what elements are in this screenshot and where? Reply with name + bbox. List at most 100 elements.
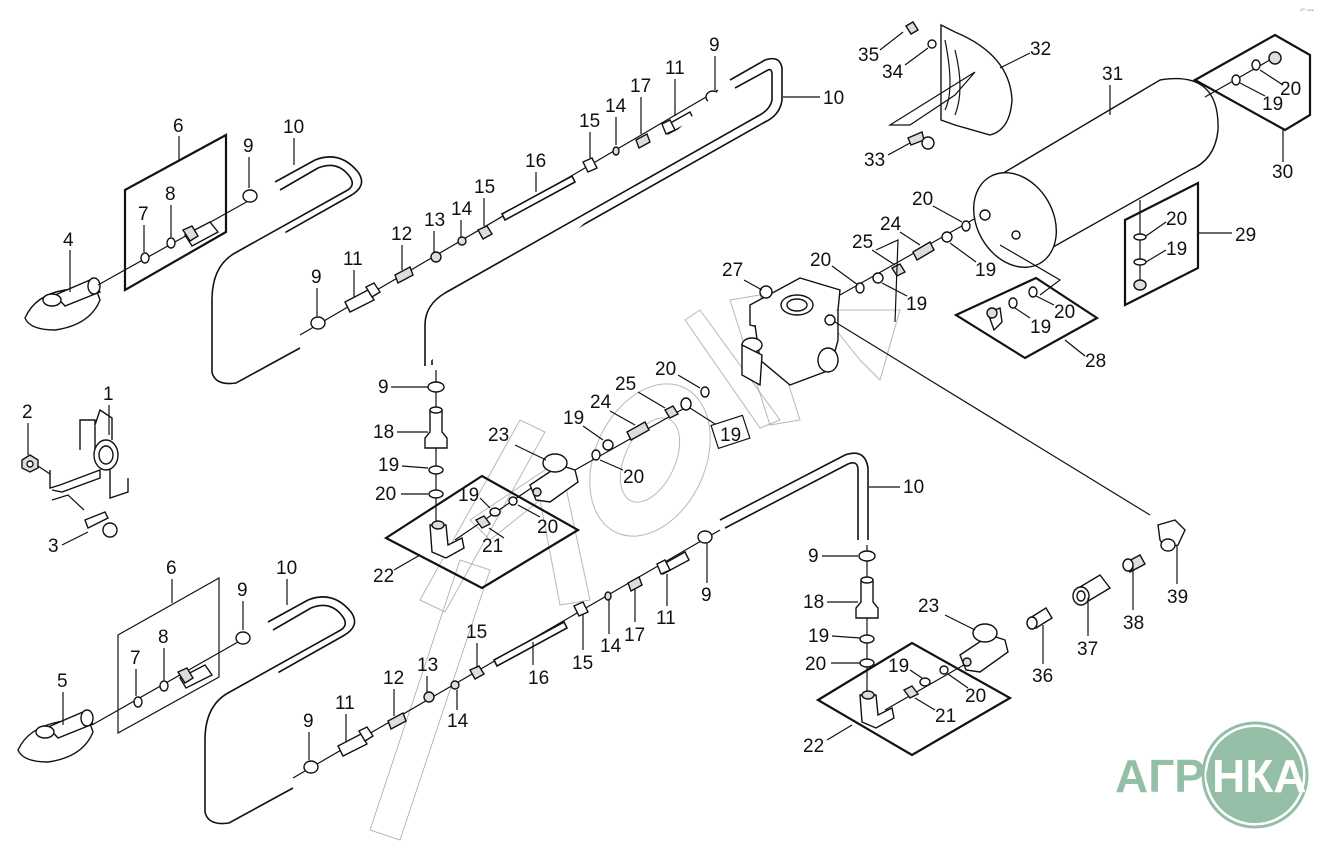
lower-valve-group (815, 545, 1013, 757)
callout-10: 10 (903, 477, 924, 498)
callout-15: 15 (466, 622, 487, 643)
callout-9: 9 (243, 136, 254, 157)
callout-18: 18 (373, 422, 394, 443)
callout-22: 22 (803, 736, 824, 757)
callout-36: 36 (1032, 666, 1053, 687)
callout-22: 22 (373, 566, 394, 587)
callout-24: 24 (590, 392, 612, 413)
callout-9: 9 (303, 711, 314, 732)
callout-8: 8 (165, 184, 176, 205)
callout-21: 21 (935, 706, 956, 727)
callout-10: 10 (283, 117, 304, 138)
bracket-assembly (21, 408, 129, 538)
callout-19: 19 (720, 425, 741, 446)
callout-20: 20 (805, 654, 826, 675)
callout-37: 37 (1077, 639, 1098, 660)
callout-12: 12 (391, 224, 412, 245)
corner-mark: ▪ᵐ ▪▪▪ (1300, 8, 1314, 14)
callout-9: 9 (709, 35, 720, 56)
callout-20: 20 (1166, 209, 1187, 230)
agronka-logo: АГРО НКА (1115, 721, 1309, 829)
callout-19: 19 (378, 455, 399, 476)
callout-19: 19 (888, 656, 909, 677)
callout-27: 27 (722, 260, 743, 281)
callout-14: 14 (447, 711, 469, 732)
lower-middle-line (292, 452, 869, 779)
callout-6: 6 (166, 558, 177, 579)
logo-disc (1207, 727, 1303, 823)
callout-21: 21 (482, 536, 503, 557)
lower-left-assembly (17, 576, 356, 825)
callout-23: 23 (488, 425, 509, 446)
callout-9: 9 (311, 267, 322, 288)
callout-19: 19 (458, 485, 479, 506)
callout-25: 25 (615, 374, 636, 395)
callout-10: 10 (823, 88, 844, 109)
callout-20: 20 (655, 359, 676, 380)
callout-19: 19 (1166, 239, 1187, 260)
callout-9: 9 (701, 585, 712, 606)
callout-16: 16 (525, 151, 546, 172)
callout-14: 14 (600, 636, 622, 657)
callout-31: 31 (1102, 64, 1123, 85)
callout-13: 13 (424, 210, 445, 231)
logo-ring (1201, 721, 1309, 829)
callout-20: 20 (1280, 79, 1301, 100)
callout-23: 23 (918, 596, 939, 617)
callout-12: 12 (383, 668, 404, 689)
fittings-group (1026, 519, 1186, 630)
callout-11: 11 (335, 693, 355, 714)
callout-6: 6 (173, 116, 184, 137)
callout-20: 20 (912, 189, 933, 210)
callout-15: 15 (572, 653, 593, 674)
callout-2: 2 (22, 402, 33, 423)
callout-14: 14 (451, 199, 473, 220)
callout-20: 20 (623, 467, 644, 488)
callout-11: 11 (665, 58, 685, 79)
callout-13: 13 (417, 655, 438, 676)
callout-17: 17 (624, 625, 645, 646)
callout-19: 19 (975, 260, 996, 281)
callout-15: 15 (579, 111, 600, 132)
callout-20: 20 (375, 484, 396, 505)
callout-25: 25 (852, 232, 873, 253)
callout-33: 33 (864, 150, 885, 171)
relay-valve (741, 209, 1151, 516)
callout-14: 14 (605, 96, 627, 117)
callout-7: 7 (138, 204, 149, 225)
callout-39: 39 (1167, 587, 1188, 608)
upper-left-assembly (24, 133, 363, 385)
callout-29: 29 (1235, 225, 1256, 246)
callout-9: 9 (237, 580, 248, 601)
center-valve-group (383, 370, 710, 590)
callout-19: 19 (808, 626, 829, 647)
callout-30: 30 (1272, 162, 1293, 183)
callout-18: 18 (803, 592, 824, 613)
callout-1: 1 (103, 384, 114, 405)
callout-9: 9 (808, 546, 819, 567)
air-tank (887, 21, 1312, 360)
callout-24: 24 (880, 214, 902, 235)
callout-11: 11 (343, 249, 363, 270)
callout-5: 5 (57, 671, 68, 692)
callout-20: 20 (537, 517, 558, 538)
callout-11: 11 (656, 608, 676, 629)
callout-32: 32 (1030, 39, 1051, 60)
callout-28: 28 (1085, 351, 1106, 372)
callout-19: 19 (906, 294, 927, 315)
callout-17: 17 (630, 76, 651, 97)
callout-19: 19 (563, 408, 584, 429)
upper-middle-line (299, 57, 783, 366)
callout-20: 20 (965, 686, 986, 707)
callout-16: 16 (528, 668, 549, 689)
callout-9: 9 (378, 377, 389, 398)
callout-8: 8 (158, 627, 169, 648)
callout-7: 7 (130, 648, 141, 669)
callout-19: 19 (1262, 94, 1283, 115)
callout-19: 19 (1030, 317, 1051, 338)
logo-right-text: НКА (1212, 750, 1307, 802)
callout-34: 34 (882, 62, 904, 83)
logo-left-text: АГРО (1115, 750, 1240, 802)
